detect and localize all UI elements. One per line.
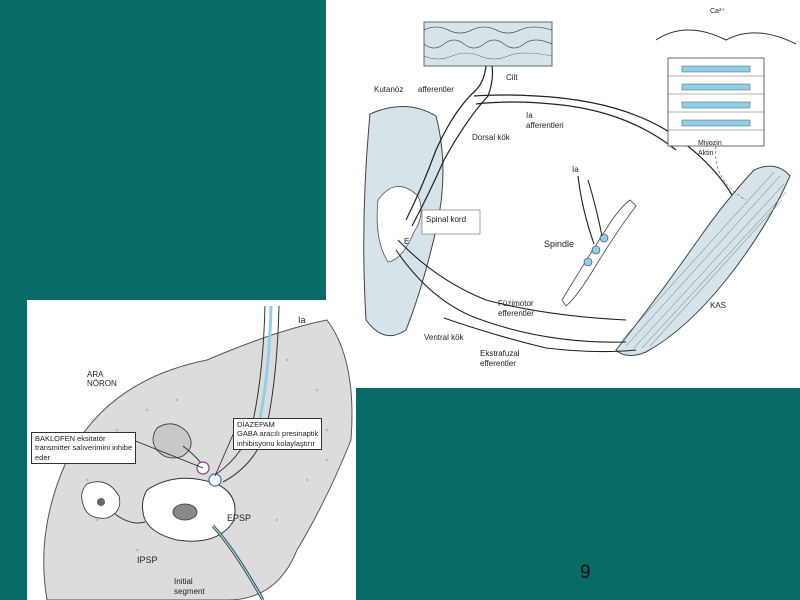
label-ia-spindle: Ia (572, 165, 579, 174)
label-fuzimotor-2: efferentler (498, 309, 534, 318)
page-number: 9 (580, 562, 591, 583)
label-spindle: Spindle (544, 239, 575, 249)
label-kutanoz: Kutanöz (374, 85, 404, 94)
afferent-nerve-fibers (405, 65, 745, 227)
label-aktin: Aktin (698, 150, 714, 157)
baklofen-callout: BAKLOFEN eksitatör transmitter salıverim… (31, 432, 137, 465)
label-ca: Ca²⁺ (710, 8, 725, 15)
label-ara-noron-2: NÖRON (87, 379, 117, 388)
muscle-spindle (561, 175, 637, 307)
label-initial: Initial (174, 577, 193, 586)
label-ara-noron-1: ARA (87, 370, 104, 379)
left-neuron (81, 481, 146, 524)
label-miyozin: Miyozin (698, 140, 722, 147)
label-ekstrafuzal-1: Ekstrafuzal (480, 349, 520, 358)
tissue-texture (85, 358, 329, 552)
label-ventral-kok: Ventral kök (424, 333, 464, 342)
diazepam-line-1: DİAZEPAM (237, 420, 275, 429)
label-ia-afferentleri-2: afferentleri (526, 121, 564, 130)
label-epsp: EPSP (227, 513, 252, 523)
spinal-cord-section (363, 105, 481, 337)
label-fuzimotor-1: Füzimotor (498, 299, 534, 308)
sarcomere-inset (655, 29, 797, 201)
diazepam-line-3: inhibisyonu kolaylaştırır (237, 438, 315, 448)
efferent-nerve-fibers (395, 239, 637, 353)
label-dorsal-kok: Dorsal kök (472, 133, 510, 142)
synapse-panel: Ia ARA NÖRON EPSP IPSP Initial segment B… (27, 300, 356, 600)
label-kas: KAS (710, 301, 727, 310)
label-segment: segment (174, 587, 205, 596)
label-ekstrafuzal-2: efferentler (480, 359, 516, 368)
label-cilt: Cilt (506, 73, 518, 82)
label-e: E (404, 237, 410, 246)
motor-neuron (142, 477, 265, 600)
diazepam-line-2: GABA aracılı presinaptik (237, 429, 319, 439)
label-ipsp: IPSP (137, 555, 158, 565)
label-afferentler: afferentler (418, 85, 454, 94)
label-spinal-kord: Spinal kord (426, 215, 467, 224)
skin-illustration (423, 21, 553, 67)
interneuron (152, 423, 208, 473)
reflex-arc-panel: Cilt Kutanöz afferentler Ia afferentleri… (326, 0, 800, 388)
label-ia-synapse: Ia (298, 315, 306, 325)
reflex-arc-drawing (326, 0, 800, 388)
muscle-illustration (615, 165, 791, 356)
baklofen-line-2: transmitter salıverimini inhibe (35, 443, 133, 453)
label-ia-afferentleri-1: Ia (526, 111, 533, 120)
baklofen-line-1: BAKLOFEN eksitatör (35, 434, 106, 443)
pointer-lines (132, 429, 236, 477)
baklofen-line-3: eder (35, 452, 51, 462)
diazepam-callout: DİAZEPAM GABA aracılı presinaptik inhibi… (233, 418, 323, 451)
